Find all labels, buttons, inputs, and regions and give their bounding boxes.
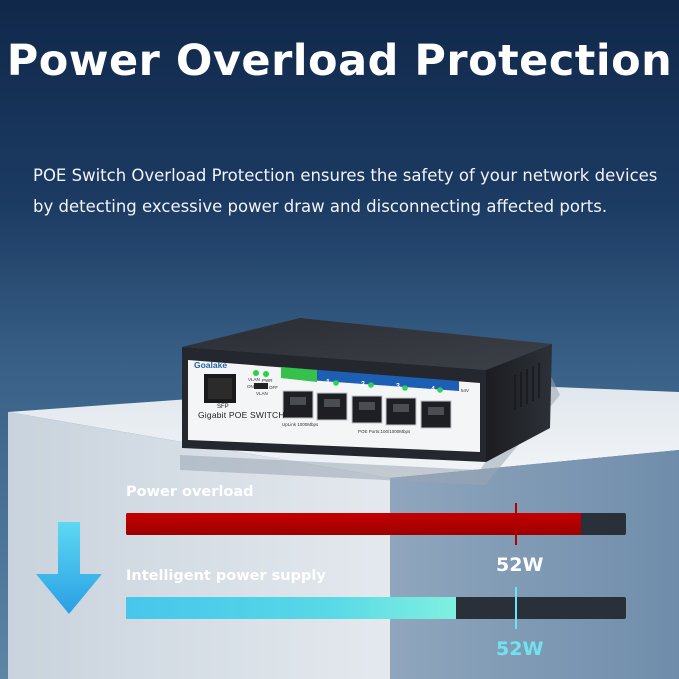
vlan-led-label: VLAN bbox=[248, 377, 260, 382]
intelligent-supply-label: Intelligent power supply bbox=[126, 568, 326, 584]
port-number-4: 4 bbox=[431, 386, 435, 393]
overload-label: Power overload bbox=[126, 484, 254, 500]
port-number-3: 3 bbox=[396, 383, 400, 390]
overload-marker bbox=[515, 503, 517, 545]
intelligent-supply-bar bbox=[126, 597, 626, 619]
pwr-led-label: PWR bbox=[262, 378, 273, 383]
voltage-label: 54V bbox=[461, 388, 470, 393]
intelligent-supply-bar-fill bbox=[126, 597, 456, 619]
overload-bar bbox=[126, 513, 626, 535]
on-label: ON bbox=[247, 384, 254, 389]
uplink-label: UpLink 1000Mbps bbox=[282, 422, 319, 427]
poe-ports-label: POE Ports:100/1000Mbps bbox=[358, 429, 411, 434]
intelligent-supply-marker bbox=[515, 587, 517, 629]
vlan-switch-label: VLAN bbox=[256, 391, 268, 396]
port-number-2: 2 bbox=[361, 381, 365, 388]
description-text: POE Switch Overload Protection ensures t… bbox=[33, 166, 658, 216]
intelligent-supply-value: 52W bbox=[496, 638, 544, 660]
overload-bar-fill bbox=[126, 513, 581, 535]
port-number-1: 1 bbox=[326, 379, 330, 386]
off-label: OFF bbox=[269, 385, 278, 390]
sfp-label: SFP bbox=[217, 404, 229, 410]
page-title: Power Overload Protection bbox=[6, 36, 673, 86]
down-arrow-icon bbox=[36, 522, 102, 614]
model-label: Gigabit POE SWITCH bbox=[198, 410, 285, 420]
overload-value: 52W bbox=[496, 554, 544, 576]
brand-label: Goalake bbox=[194, 360, 228, 370]
